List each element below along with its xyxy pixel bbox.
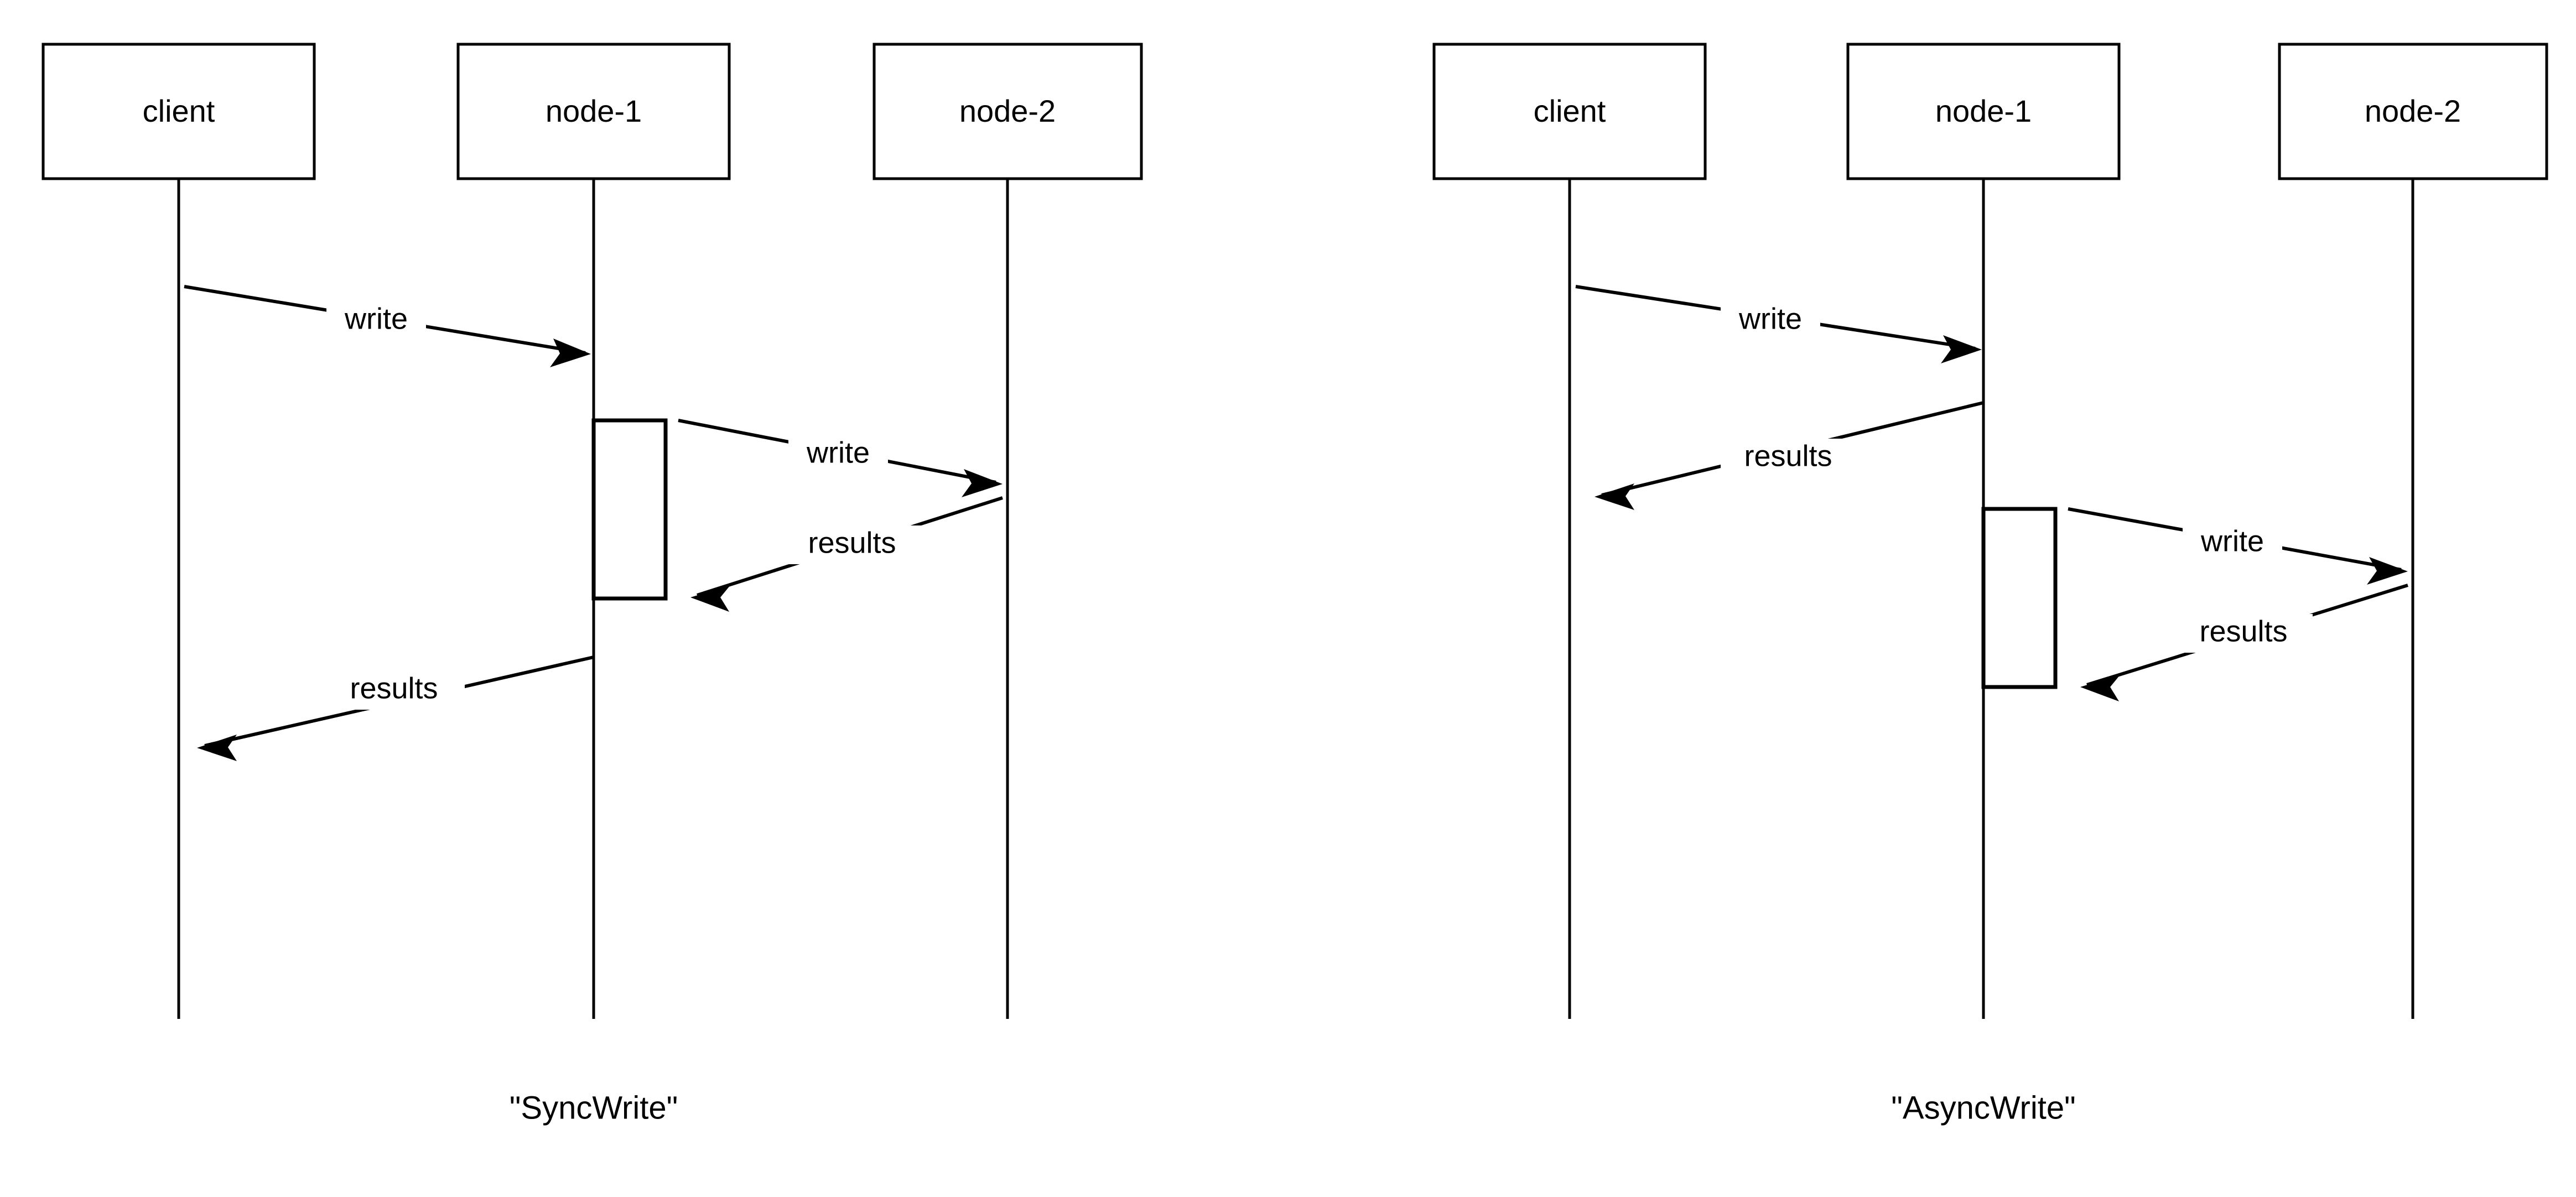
activation-bar-node-1-async: [1981, 507, 2058, 689]
participant-box-node-1[interactable]: [456, 43, 731, 180]
message-label-1: write: [344, 302, 408, 335]
message-label-async-2: results: [1744, 439, 1832, 472]
message-label-bg-4: [326, 671, 465, 710]
message-write-client-to-node-1[interactable]: write: [184, 285, 591, 367]
arrowhead-right-2: [962, 469, 1003, 497]
message-label-async-4: results: [2199, 615, 2287, 648]
participant-client[interactable]: client: [41, 43, 316, 180]
message-label-bg-3: [783, 525, 921, 564]
participant-box-node-2[interactable]: [872, 43, 1143, 180]
message-write-node-1-to-node-2[interactable]: write: [678, 419, 1003, 497]
message-write-client-to-node-1-async[interactable]: write: [1575, 285, 1982, 363]
message-label-bg-async-3: [2183, 523, 2282, 562]
participant-label-node-2-async: node-2: [2365, 93, 2461, 128]
caption-sync-write: "SyncWrite": [510, 1090, 678, 1126]
arrowhead-left-3: [690, 585, 730, 612]
message-results-node-2-to-node-1-async[interactable]: results: [2080, 584, 2408, 701]
participant-label-client-async: client: [1534, 93, 1606, 128]
message-results-node-1-to-client-async[interactable]: results: [1595, 401, 1984, 510]
message-label-bg-1: [326, 301, 426, 340]
message-results-node-1-to-client[interactable]: results: [197, 655, 594, 761]
message-write-node-1-to-node-2-async[interactable]: write: [2068, 507, 2408, 585]
activation-bar-node-1: [591, 418, 668, 601]
message-label-bg-async-4: [2174, 614, 2313, 653]
arrowhead-left-async-4: [2080, 675, 2120, 701]
participant-box-client[interactable]: [41, 43, 316, 180]
diagram-sync-write: client node-1 node-2 write: [41, 43, 1143, 1126]
message-label-bg-2: [788, 435, 888, 473]
message-label-async-1: write: [1738, 302, 1802, 335]
message-label-2: write: [806, 436, 870, 469]
participant-label-node-1: node-1: [546, 93, 642, 128]
message-label-bg-async-2: [1721, 439, 1859, 477]
diagram-async-write: client node-1 node-2 write: [1432, 43, 2548, 1126]
message-results-node-2-to-node-1[interactable]: results: [690, 496, 1003, 612]
participant-node-2[interactable]: node-2: [872, 43, 1143, 180]
participant-label-client: client: [143, 93, 215, 128]
arrowhead-right-async-3: [2367, 557, 2408, 585]
participant-client-async[interactable]: client: [1432, 43, 1707, 180]
participant-node-1[interactable]: node-1: [456, 43, 731, 180]
arrowhead-right-1: [550, 339, 591, 367]
participant-box-node-1-async[interactable]: [1846, 43, 2121, 180]
participant-label-node-2: node-2: [959, 93, 1056, 128]
caption-async-write: "AsyncWrite": [1891, 1090, 2075, 1126]
participant-label-node-1-async: node-1: [1935, 93, 2032, 128]
message-label-4: results: [350, 672, 438, 705]
message-label-bg-async-1: [1721, 301, 1820, 340]
message-label-async-3: write: [2200, 524, 2264, 558]
message-label-3: results: [808, 526, 896, 559]
arrowhead-left-async-2: [1595, 483, 1634, 510]
participant-box-client-async[interactable]: [1432, 43, 1707, 180]
arrowhead-left-4: [197, 735, 237, 761]
participant-node-1-async[interactable]: node-1: [1846, 43, 2121, 180]
arrowhead-right-async-1: [1941, 335, 1982, 363]
participant-node-2-async[interactable]: node-2: [2278, 43, 2548, 180]
